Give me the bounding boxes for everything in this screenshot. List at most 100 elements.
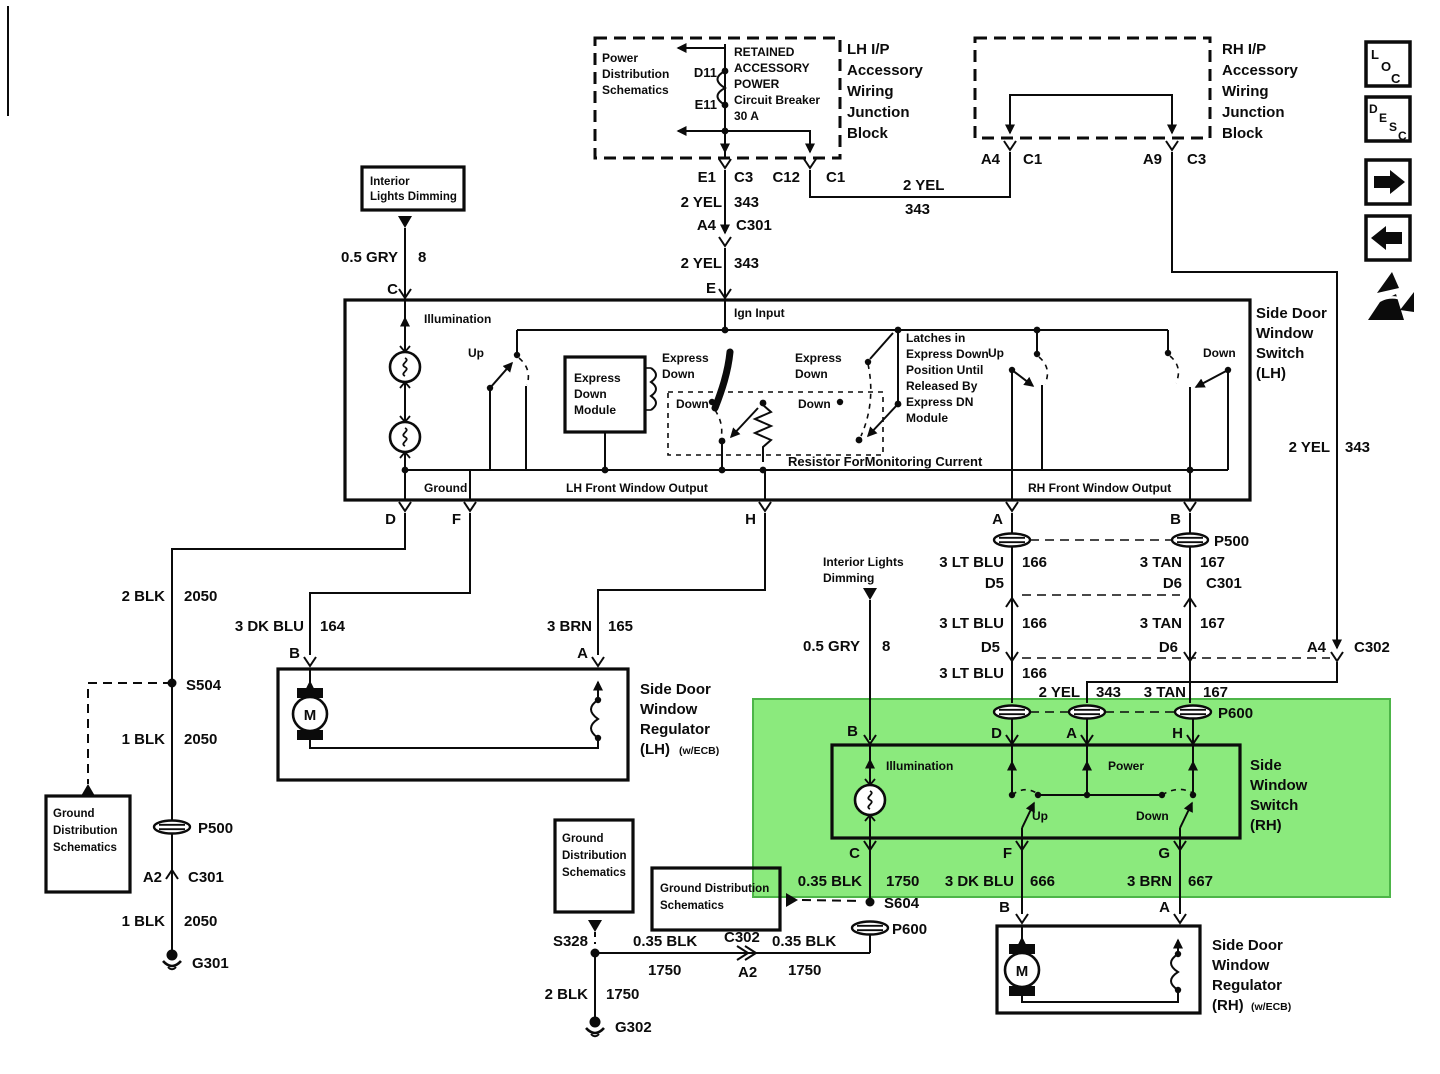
loc-letter: L: [1371, 47, 1379, 62]
svg-text:0.5 GRY: 0.5 GRY: [341, 249, 398, 266]
svg-text:2 BLK: 2 BLK: [545, 986, 589, 1003]
svg-text:A2: A2: [143, 869, 162, 886]
svg-text:Up: Up: [988, 346, 1004, 360]
svg-text:Express: Express: [662, 351, 709, 365]
svg-text:Side Door: Side Door: [640, 681, 711, 698]
p600-grommet-row: P600 D A H: [863, 658, 1253, 745]
rh-switch-title: Window: [1250, 777, 1308, 794]
offpage-arrow: [398, 216, 412, 228]
pin-label: G: [1158, 845, 1170, 862]
svg-text:E: E: [706, 280, 716, 297]
offpage-arrow: [863, 588, 877, 600]
next-button[interactable]: [1364, 158, 1412, 206]
pin-label: D: [385, 511, 396, 528]
svg-text:S328: S328: [553, 933, 588, 950]
svg-text:Down: Down: [1203, 346, 1236, 360]
breaker-symbol: [590, 699, 600, 739]
svg-text:166: 166: [1022, 665, 1047, 682]
svg-text:C302: C302: [724, 929, 760, 946]
pin-label: H: [745, 511, 756, 528]
svg-text:167: 167: [1200, 554, 1225, 571]
svg-text:Up: Up: [468, 346, 484, 360]
connector-fork: [1003, 140, 1017, 151]
svg-text:D5: D5: [985, 575, 1004, 592]
pin-label: C3: [734, 169, 753, 186]
lamp-icon: [388, 414, 422, 460]
pin-label: C12: [772, 169, 800, 186]
loc-button[interactable]: L O C: [1364, 40, 1412, 88]
svg-text:Distribution: Distribution: [53, 825, 118, 837]
svg-text:1 BLK: 1 BLK: [122, 913, 166, 930]
connector-fork: [1165, 140, 1179, 151]
svg-text:2 YEL: 2 YEL: [681, 194, 722, 211]
svg-text:G301: G301: [192, 955, 229, 972]
connector-fork: [1183, 501, 1197, 512]
svg-text:Ign Input: Ign Input: [734, 306, 785, 320]
svg-text:P500: P500: [198, 820, 233, 837]
pin-label: F: [452, 511, 461, 528]
ignition-feed-wire: 2 YEL 343 A4 C301 2 YEL 343 E: [681, 170, 772, 297]
svg-text:Dimming: Dimming: [823, 571, 874, 585]
svg-text:2 YEL: 2 YEL: [1039, 684, 1080, 701]
svg-text:S604: S604: [884, 895, 920, 912]
svg-text:166: 166: [1022, 615, 1047, 632]
svg-text:Latches in: Latches in: [906, 331, 965, 345]
resistor-symbol: [752, 404, 774, 462]
pin-label: A4: [981, 151, 1001, 168]
svg-text:Illumination: Illumination: [886, 759, 953, 773]
side-door-window-regulator-rh: B A M Side Door Window Regulator (RH) (w…: [995, 899, 1291, 1015]
svg-text:166: 166: [1022, 554, 1047, 571]
svg-text:Ground: Ground: [562, 833, 604, 845]
svg-text:G302: G302: [615, 1019, 652, 1036]
breaker-symbol: [1170, 953, 1180, 991]
pin-label: H: [1172, 725, 1183, 742]
svg-text:2050: 2050: [184, 913, 217, 930]
svg-text:P500: P500: [1214, 533, 1249, 550]
svg-text:Ground: Ground: [53, 808, 95, 820]
svg-text:0.35 BLK: 0.35 BLK: [772, 933, 836, 950]
svg-text:(RH): (RH): [1212, 997, 1244, 1014]
connector-fork: [463, 501, 477, 512]
rh-window-wires: P500 3 LT BLU 166 3 TAN 167 D5 D6 C301 3…: [939, 513, 1330, 703]
prev-button[interactable]: [1364, 214, 1412, 262]
svg-text:Down: Down: [574, 387, 607, 401]
svg-text:(LH): (LH): [640, 741, 670, 758]
grommet-icon: [992, 704, 1032, 720]
label: Distribution: [602, 67, 669, 81]
svg-text:Express Down: Express Down: [906, 347, 989, 361]
svg-text:Up: Up: [1032, 809, 1048, 823]
svg-text:RH I/P: RH I/P: [1222, 41, 1266, 58]
svg-text:Block: Block: [847, 125, 889, 142]
svg-text:A4: A4: [697, 217, 717, 234]
svg-text:Ground Distribution: Ground Distribution: [660, 883, 769, 895]
svg-text:2 YEL: 2 YEL: [681, 255, 722, 272]
offpage-arrow: [81, 784, 95, 796]
toolbar: L O C D E S C: [1364, 40, 1414, 320]
svg-text:Down: Down: [662, 367, 695, 381]
svg-text:Released By: Released By: [906, 379, 978, 393]
offpage-arrow: [588, 920, 602, 932]
svg-text:Side Door: Side Door: [1212, 937, 1283, 954]
svg-text:D6: D6: [1159, 639, 1178, 656]
svg-text:3 LT BLU: 3 LT BLU: [939, 554, 1004, 571]
pin-label: A: [992, 511, 1003, 528]
label: 30 A: [734, 109, 759, 123]
svg-text:A: A: [577, 645, 588, 662]
svg-text:C: C: [387, 281, 398, 298]
label-d11: D11: [694, 65, 717, 80]
connector-fork: [398, 501, 412, 512]
svg-text:2050: 2050: [184, 588, 217, 605]
power-distribution-block: Power Distribution Schematics D11 E11 RE…: [593, 36, 842, 160]
ground-icon: [161, 948, 183, 971]
lh-switch-title: Side Door: [1256, 305, 1327, 322]
svg-text:343: 343: [1096, 684, 1121, 701]
label: RETAINED: [734, 45, 795, 59]
svg-text:8: 8: [418, 249, 426, 266]
svg-text:1750: 1750: [606, 986, 639, 1003]
desc-button[interactable]: D E S C: [1364, 95, 1412, 143]
yel-343-right-wire: 2 YEL 343 A4 C302: [1086, 152, 1390, 703]
svg-text:B: B: [847, 723, 858, 740]
svg-text:343: 343: [1345, 439, 1370, 456]
